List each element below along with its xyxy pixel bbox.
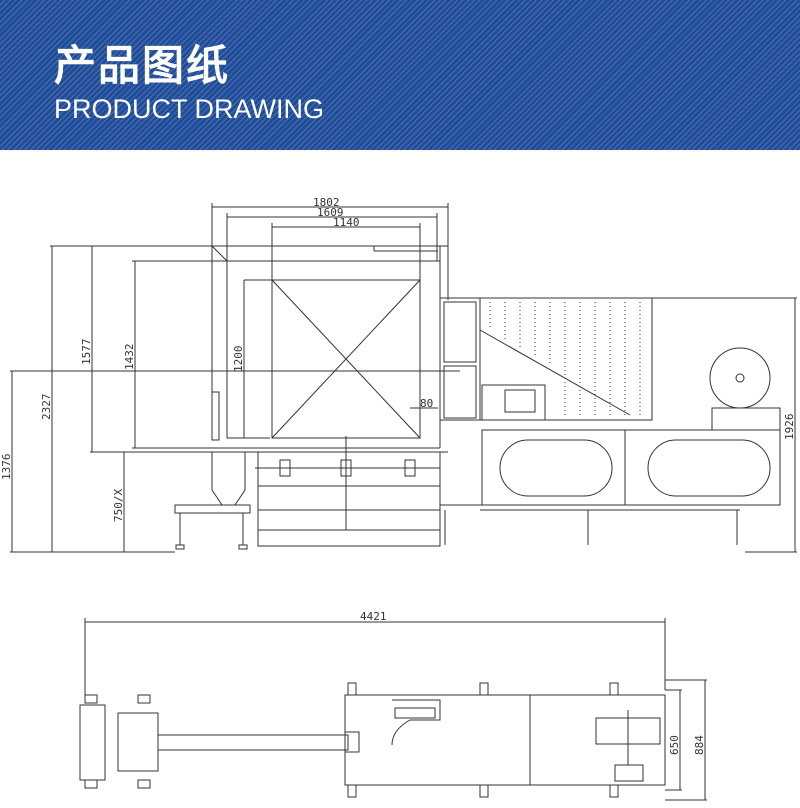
dim-1200: 1200 [232,346,245,373]
dim-4421: 4421 [360,610,387,623]
touch-screen [504,389,536,413]
dim-1802: 1802 [313,196,340,209]
page-title-cn: 产品图纸 [54,41,231,90]
perforation-pattern [489,302,641,415]
dim-1577: 1577 [80,339,93,366]
dim-1432: 1432 [123,344,136,371]
dim-1609: 1609 [317,206,344,219]
front-view: 1802 1609 1140 80 2327 1577 1432 1200 13… [0,196,797,553]
dim-650: 650 [668,735,681,755]
top-view: 4421 650 884 [79,610,707,801]
product-drawing: 1802 1609 1140 80 2327 1577 1432 1200 13… [0,196,797,801]
dim-2327: 2327 [40,394,53,421]
header-banner: 产品图纸 PRODUCT DRAWING [0,0,800,150]
page-title-en: PRODUCT DRAWING [54,94,324,124]
film-roll [709,347,771,409]
dim-1376: 1376 [0,454,13,481]
dim-750x: 750/X [112,489,125,522]
dim-884: 884 [693,735,706,755]
vent-right [647,439,771,497]
control-panel [481,384,546,421]
dim-1140: 1140 [333,216,360,229]
dim-80: 80 [420,397,433,410]
dim-1926: 1926 [783,414,796,441]
vent-left [499,439,613,497]
